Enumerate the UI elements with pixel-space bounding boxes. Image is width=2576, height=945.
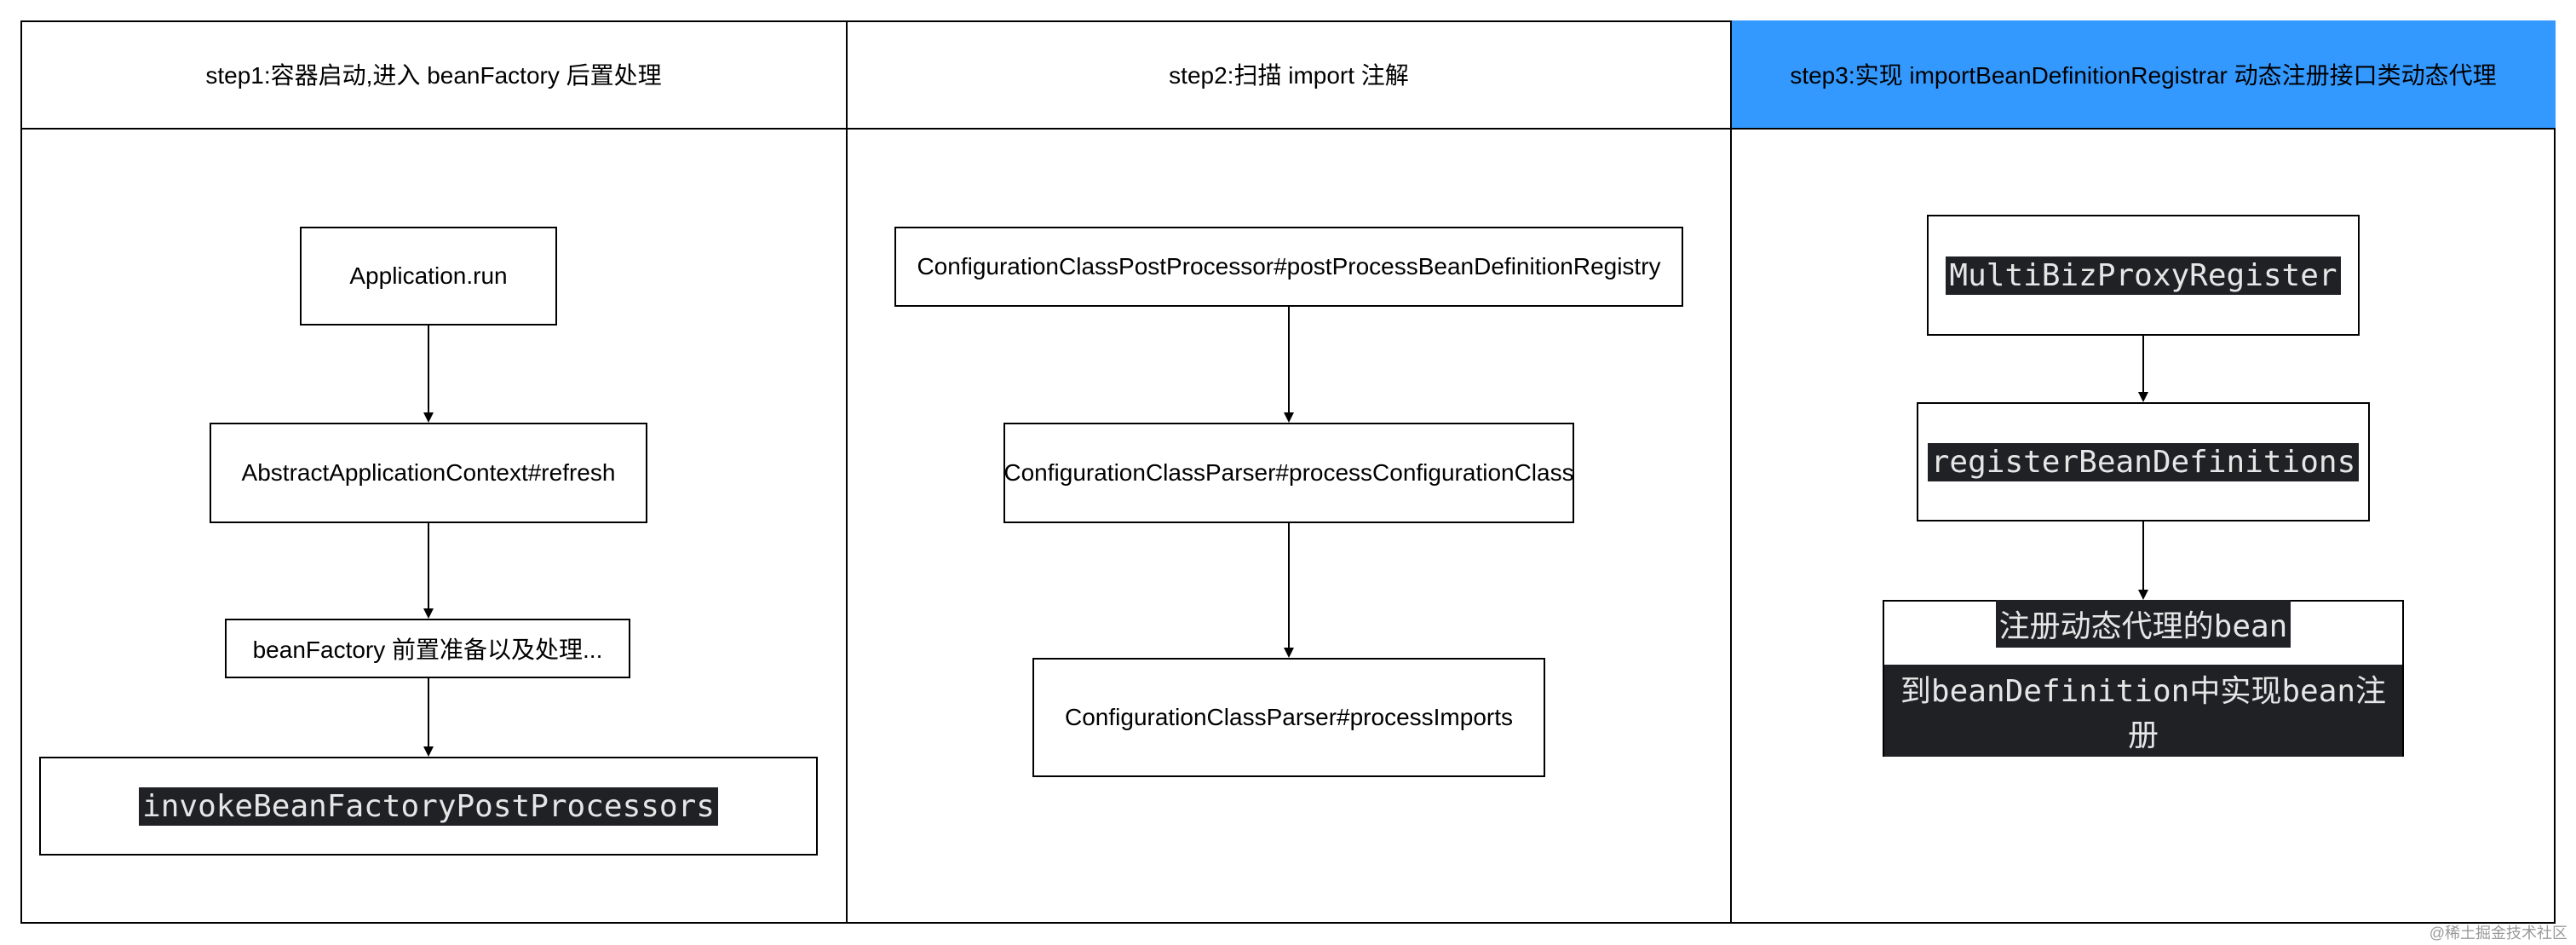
node-label: AbstractApplicationContext#refresh bbox=[241, 459, 616, 486]
node-label: ConfigurationClassPostProcessor#postProc… bbox=[917, 253, 1661, 279]
watermark: @稀土掘金技术社区 bbox=[2429, 925, 2567, 942]
node-configuration-class-post-processor: ConfigurationClassPostProcessor#postProc… bbox=[894, 227, 1683, 307]
node-parser-process-imports: ConfigurationClassParser#processImports bbox=[1032, 658, 1545, 777]
node-multi-biz-proxy-register: MultiBizProxyRegister bbox=[1927, 215, 2360, 336]
node-label: invokeBeanFactoryPostProcessors bbox=[139, 787, 718, 826]
node-label: beanFactory 前置准备以及处理... bbox=[252, 637, 603, 663]
node-label: MultiBizProxyRegister bbox=[1946, 256, 2341, 295]
node-abstract-application-context-refresh: AbstractApplicationContext#refresh bbox=[210, 423, 647, 523]
column-divider-1 bbox=[846, 20, 848, 924]
node-label: ConfigurationClassParser#processImports bbox=[1065, 704, 1513, 730]
node-parser-process-configuration-class: ConfigurationClassParser#processConfigur… bbox=[1003, 423, 1574, 523]
node-invoke-bean-factory-post-processors: invokeBeanFactoryPostProcessors bbox=[39, 757, 818, 856]
step3-header: step3:实现 importBeanDefinitionRegistrar 动… bbox=[1731, 20, 2556, 130]
node-register-bean-definitions: registerBeanDefinitions bbox=[1917, 402, 2370, 521]
node-label: registerBeanDefinitions bbox=[1927, 442, 2360, 481]
node-label-line-2: 到beanDefinition中实现bean注册 bbox=[1884, 665, 2402, 757]
node-label: Application.run bbox=[349, 262, 508, 289]
node-label-line-1: 注册动态代理的bean bbox=[1995, 600, 2291, 648]
step3-header-label: step3:实现 importBeanDefinitionRegistrar 动… bbox=[1790, 62, 2497, 89]
step1-header: step1:容器启动,进入 beanFactory 后置处理 bbox=[20, 20, 847, 130]
node-label: ConfigurationClassParser#processConfigur… bbox=[1003, 459, 1574, 486]
diagram-frame bbox=[20, 20, 2556, 924]
step1-header-label: step1:容器启动,进入 beanFactory 后置处理 bbox=[205, 62, 662, 89]
node-register-dynamic-proxy-bean: 注册动态代理的bean 到beanDefinition中实现bean注册 bbox=[1883, 600, 2404, 757]
step2-header-label: step2:扫描 import 注解 bbox=[1169, 62, 1409, 89]
node-label-block: 注册动态代理的bean 到beanDefinition中实现bean注册 bbox=[1884, 600, 2402, 757]
node-beanfactory-prepare: beanFactory 前置准备以及处理... bbox=[225, 619, 630, 678]
column-divider-2 bbox=[1730, 20, 1732, 924]
node-application-run: Application.run bbox=[300, 227, 557, 326]
step2-header: step2:扫描 import 注解 bbox=[847, 20, 1731, 130]
